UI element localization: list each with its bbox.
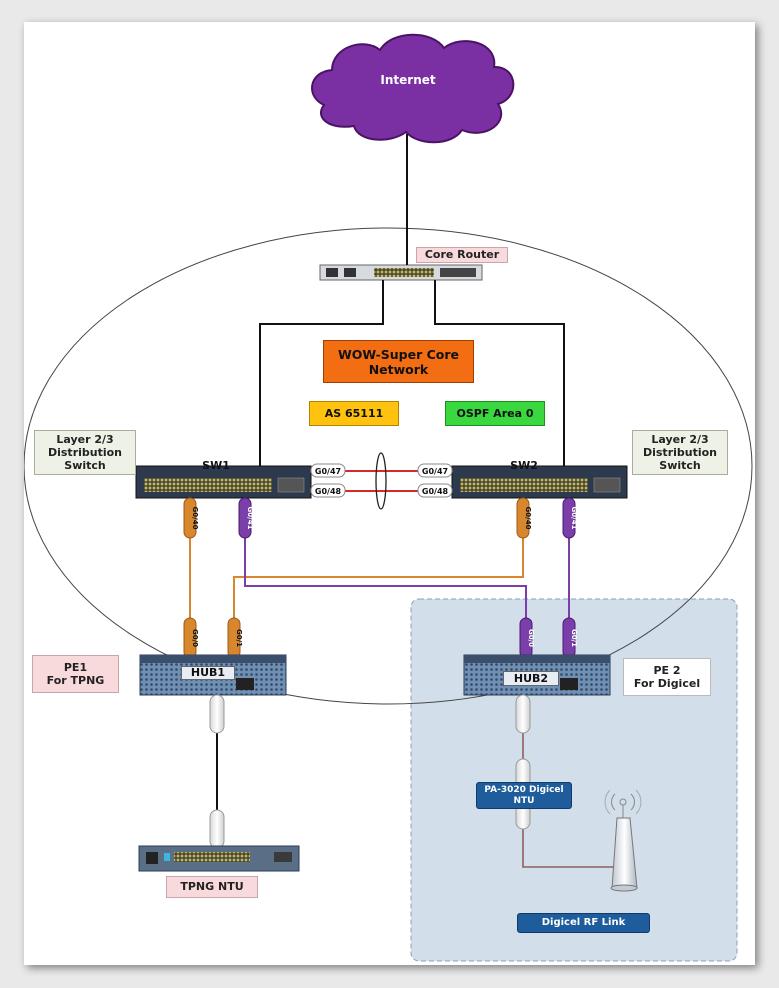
sw1-g041-to-hub2	[244, 532, 527, 639]
hub2-port-g01: G0/1	[570, 629, 578, 647]
as-badge: AS 65111	[309, 401, 399, 426]
tpng-ntu-device	[138, 845, 300, 872]
hub1-port-g00: G0/0	[191, 629, 199, 647]
sw2-port-g048: G0/48	[422, 487, 449, 496]
sw1-side-label: Layer 2/3 Distribution Switch	[34, 430, 136, 475]
hub1-port-g01: G0/1	[235, 629, 243, 647]
hub-cable-connectors	[183, 617, 576, 659]
sw2-label: SW2	[510, 459, 538, 472]
hub2-ntu-connector-top	[515, 694, 531, 734]
digicel-ntu-label: PA-3020 Digicel NTU	[476, 782, 572, 809]
sw1-port-g041: G0/41	[246, 507, 254, 530]
sw1-label: SW1	[202, 459, 230, 472]
sw1-port-g040: G0/40	[191, 507, 199, 530]
network-title-label: WOW-Super Core Network	[323, 340, 474, 383]
rf-antenna-icon	[604, 789, 642, 892]
hub2-side-label: PE 2 For Digicel	[623, 658, 711, 696]
sw1-device	[135, 465, 312, 499]
sw2-port-g047: G0/47	[422, 467, 448, 476]
core-network-boundary	[24, 227, 753, 705]
sw2-side-label: Layer 2/3 Distribution Switch	[632, 430, 728, 475]
sw1-port-g048: G0/48	[315, 487, 342, 496]
sw-cable-connectors	[183, 497, 576, 539]
internet-label: Internet	[380, 73, 435, 87]
sw2-port-g041: G0/41	[570, 507, 578, 530]
hub1-ntu-connector-top	[209, 694, 225, 734]
sw2-device	[451, 465, 628, 499]
core-to-sw1-link	[259, 280, 384, 472]
hub1-label: HUB1	[181, 666, 235, 680]
sw-port-pills	[310, 463, 453, 498]
port-channel-bundle	[375, 452, 387, 510]
sw2-port-g040: G0/40	[524, 507, 532, 530]
core-to-sw2-link	[434, 280, 565, 472]
hub1-side-label: PE1 For TPNG	[32, 655, 119, 693]
tpng-ntu-connector	[209, 809, 225, 849]
digicel-rf-link-label: Digicel RF Link	[517, 913, 650, 933]
ospf-badge: OSPF Area 0	[445, 401, 545, 426]
internet-cloud	[311, 33, 515, 144]
sw2-g040-to-hub1	[233, 532, 524, 639]
sw1-port-g047: G0/47	[315, 467, 341, 476]
network-diagram: Internet SW1 SW2 G0/47 G0/48 G0/47 G0/48…	[24, 33, 753, 962]
tpng-ntu-label: TPNG NTU	[166, 876, 258, 898]
hub2-label: HUB2	[503, 671, 559, 686]
diagram-page: Internet SW1 SW2 G0/47 G0/48 G0/47 G0/48…	[24, 22, 755, 965]
core-router-device	[319, 264, 483, 281]
hub2-port-g00: G0/0	[527, 629, 535, 647]
core-router-label: Core Router	[416, 247, 508, 263]
